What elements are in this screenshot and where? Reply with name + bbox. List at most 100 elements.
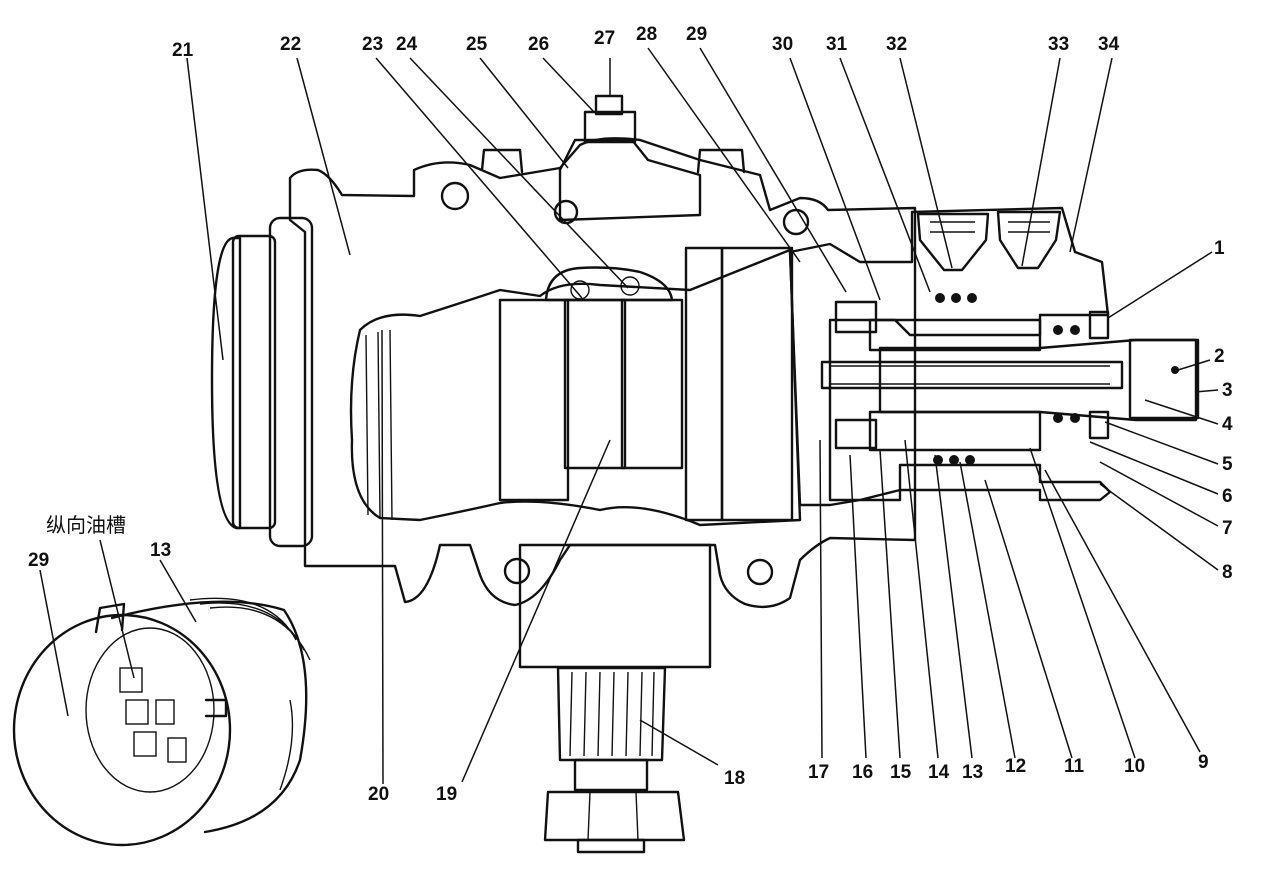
callout-labels: 1 2 3 4 5 6 7 8 9 10 11 12 13 14 15 16 1… [28,24,1233,805]
callout-33: 33 [1048,34,1069,55]
callout-3: 3 [1222,380,1233,401]
valve-sleeve-inset [12,597,311,847]
callout-1: 1 [1214,238,1225,259]
callout-22: 22 [280,34,301,55]
end-cover-ring [231,234,277,530]
cutaway [349,248,802,527]
rack-tooth [563,298,627,470]
callout-19: 19 [436,784,457,805]
shaft-key [1171,366,1179,374]
leader-line-5 [1104,421,1219,465]
inlet-port [916,212,990,272]
control-valve [788,206,1200,507]
leader-line-21 [186,57,224,361]
callout-25: 25 [466,34,488,55]
callout-32: 32 [886,34,907,55]
callout-2: 2 [1214,346,1225,367]
bearing [834,300,878,334]
mount-hole [503,557,531,585]
inset-leader-13 [159,559,197,623]
seal [1070,413,1080,423]
callout-29: 29 [686,24,707,45]
callout-15: 15 [890,762,912,783]
torsion-bar-lines [830,365,1110,385]
port-threads [930,221,1050,233]
valve-housing [788,206,1112,507]
leader-line-16 [849,454,867,759]
callout-17: 17 [808,762,829,783]
gear-housing [210,94,917,854]
callout-6: 6 [1222,486,1233,507]
leader-line-17 [819,439,823,759]
mount-hole [782,208,810,236]
leader-line-24 [409,57,629,289]
seal [951,293,961,303]
callout-31: 31 [826,34,848,55]
leader-line-29 [699,47,847,293]
leader-line-32 [899,57,953,269]
sector-pin [570,280,590,300]
adjusting-screw [594,94,624,116]
seal [935,293,945,303]
callout-9: 9 [1198,752,1209,773]
leader-line-33 [1021,57,1061,267]
mount-hole [440,181,470,211]
callout-4: 4 [1222,414,1233,435]
callout-21: 21 [172,40,194,61]
callout-18: 18 [724,768,745,789]
leader-line-18 [639,719,719,766]
input-shaft-end [1128,338,1200,420]
shaft-end [576,838,646,854]
callout-26: 26 [528,34,549,55]
torsion-bar [820,360,1124,390]
callout-14: 14 [928,762,950,783]
callout-8: 8 [1222,562,1233,583]
leader-line-22 [296,57,351,256]
leader-line-34 [1069,57,1113,253]
leader-line-2 [1177,359,1211,371]
leader-line-31 [839,57,931,293]
bearing [834,418,878,450]
seal [949,455,959,465]
sector-shaft-housing [518,543,712,669]
sleeve-slot [94,602,126,634]
leader-line-28 [647,47,801,263]
oil-groove-slot [125,699,149,725]
cylinder-wall [365,329,393,521]
leader-line-9 [1044,469,1201,753]
leader-line-25 [479,57,569,169]
callout-16: 16 [852,762,873,783]
shaft-neck [573,758,649,792]
callout-30: 30 [772,34,793,55]
leader-lines [39,47,1219,785]
sleeve-grooves [189,597,311,791]
seal [1070,325,1080,335]
oil-groove-slot [167,737,187,763]
spline-teeth [569,671,655,757]
inset-callout-13: 13 [150,540,171,561]
leader-line-6 [1089,441,1219,495]
leader-line-26 [542,57,595,113]
callout-12: 12 [1005,756,1026,777]
callout-27: 27 [594,28,615,49]
callout-11: 11 [1064,756,1085,777]
callout-7: 7 [1222,518,1233,539]
oil-groove-slot [119,667,143,693]
oil-groove-slot [155,699,175,725]
callout-28: 28 [636,24,657,45]
leader-line-30 [789,57,881,301]
leader-line-13 [934,454,973,759]
leader-line-14 [904,439,939,759]
shaft-nut [543,790,686,842]
sleeve-body [110,600,308,834]
leader-line-20 [381,329,384,785]
sleeve-bore [85,627,215,793]
inset-leader-29 [39,569,69,717]
leader-line-8 [1099,483,1219,571]
leader-line-3 [1194,389,1219,393]
seal [1053,325,1063,335]
callout-34: 34 [1098,34,1120,55]
inset-callout-29: 29 [28,550,49,571]
leader-line-23 [375,57,583,299]
